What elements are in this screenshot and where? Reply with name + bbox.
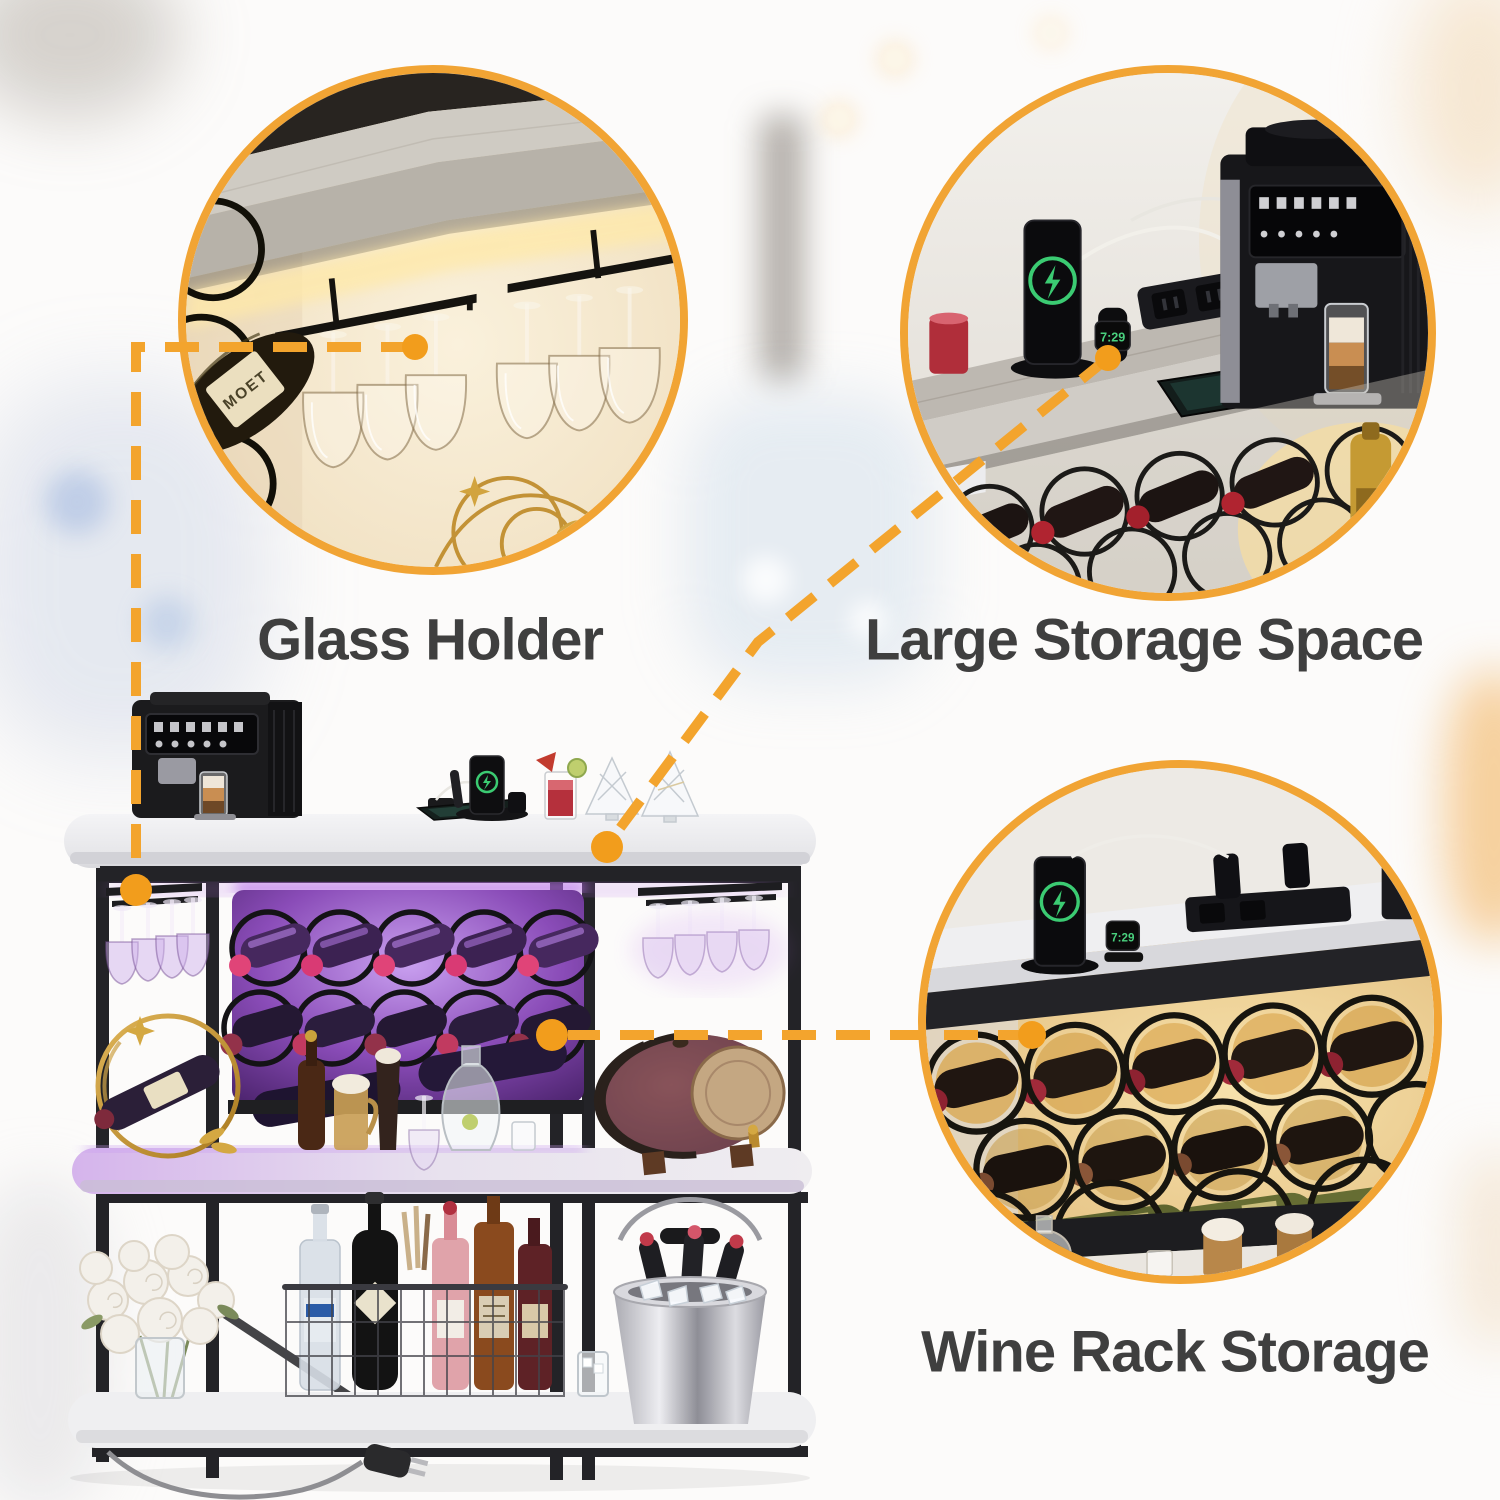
charging-ring-icon: [1039, 881, 1080, 922]
string-light-bulb: [884, 48, 906, 70]
charging-bolt-icon: [1044, 265, 1061, 300]
tall-beer-glass: [375, 1048, 401, 1150]
middle-shelf: [72, 1146, 812, 1194]
row2-bottles: [970, 1099, 1364, 1211]
wine-rack-label: Wine Rack Storage: [921, 1319, 1430, 1385]
frame-bar: [926, 938, 1434, 1030]
red-liquor-bottle: [518, 1218, 552, 1390]
wine-barrel: [593, 1031, 786, 1176]
string-light-bulb: [1040, 22, 1062, 44]
bar-tools: [401, 1205, 431, 1271]
wine-bottles-top-row: [229, 923, 599, 977]
rose-wine-bottle: [432, 1201, 469, 1390]
glass-holder-left: [105, 883, 210, 985]
glass-holder-right: [630, 882, 790, 990]
cable: [1070, 834, 1230, 859]
ice-cubes: [639, 1279, 747, 1307]
liquor-bottles: [299, 1192, 552, 1391]
charging-ring-icon: [1028, 256, 1077, 305]
warm-led-glow: [186, 200, 680, 329]
smartwatch-charger: 7:29: [1094, 307, 1131, 363]
charging-ring-icon: [475, 770, 499, 794]
red-cup: [929, 312, 969, 374]
power-cord-plug: [106, 1444, 429, 1500]
plug: [1213, 853, 1241, 899]
countertop: [64, 814, 816, 896]
gold-leaves: [125, 1016, 237, 1154]
watch-time: 7:29: [1111, 932, 1135, 945]
string-light-bulb: [828, 108, 850, 130]
glass-holder-callout-image: MOET: [178, 65, 688, 575]
bottom-shelf: [68, 1392, 816, 1448]
middle-shelf-drinks: [298, 1030, 536, 1171]
sparkle: [459, 475, 491, 507]
moon-bottle-holder: [94, 1013, 241, 1159]
beer-mug: [332, 1074, 379, 1150]
charging-bolt-icon: [1053, 890, 1066, 918]
latte-glass: [199, 771, 228, 817]
rose-bouquet: [79, 1234, 239, 1399]
decanter: [441, 1045, 501, 1151]
bucket-handle: [617, 1196, 763, 1241]
charging-bolt-icon: [483, 775, 491, 790]
basket-rim: [282, 1284, 568, 1290]
smartwatch-charger: 7:29: [1104, 920, 1144, 962]
coffee-machine: [132, 692, 302, 820]
charging-station: [449, 755, 528, 821]
flower-vase: [135, 1337, 185, 1399]
phone-charging-stand: [1021, 856, 1099, 975]
liquor-bottle-basket: [282, 1192, 568, 1397]
vodka-bottle: [299, 1204, 341, 1391]
power-strip: [1185, 842, 1352, 933]
plug: [1282, 842, 1310, 889]
small-glass: [1146, 1250, 1173, 1276]
floor-shadow: [70, 1464, 810, 1492]
display-icons: [1259, 197, 1357, 238]
ice-bucket: [613, 1196, 767, 1424]
cocktail-glass: [536, 752, 587, 820]
led-strip: [235, 883, 585, 892]
shot-glass: [577, 1351, 609, 1397]
latte-glass: [1324, 302, 1369, 395]
garnish: [536, 752, 556, 772]
wine-rack-callout-image: 7:29: [918, 760, 1442, 1284]
watch-time: 7:29: [1100, 331, 1125, 345]
smartwatch: [508, 792, 526, 813]
wine-rack: [220, 890, 599, 1127]
gin-bottle: [352, 1192, 398, 1390]
outlet: [1151, 288, 1188, 320]
lime-wheel: [567, 758, 587, 778]
wine-bottles-bottom-row: [220, 1004, 591, 1056]
crystal-tree-decor: [584, 750, 700, 823]
large-storage-callout-image: 7:29: [900, 65, 1436, 601]
